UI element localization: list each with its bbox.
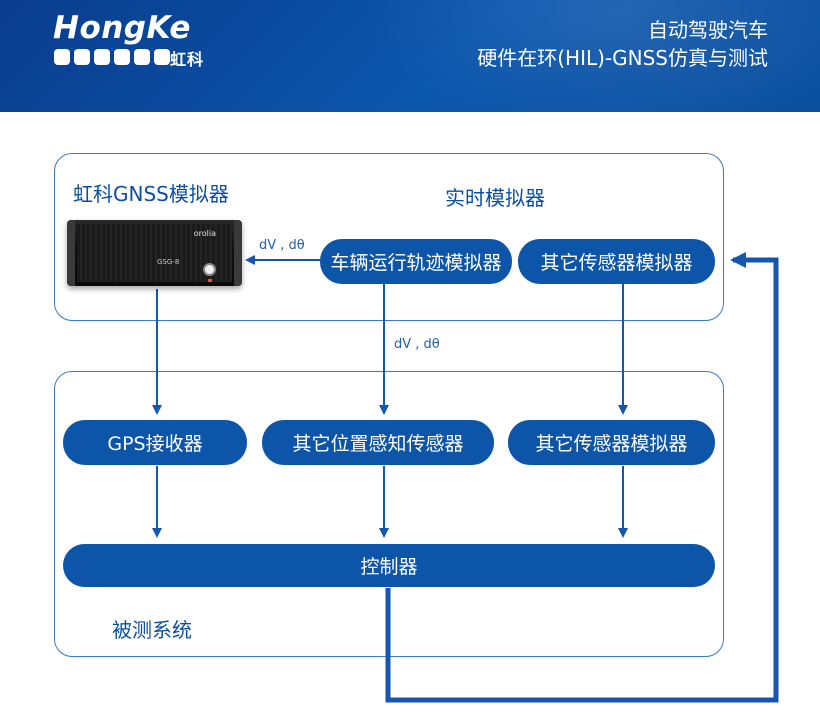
other-sensor-simulator-top: 其它传感器模拟器 bbox=[518, 239, 715, 284]
feedback-loop-line bbox=[385, 252, 779, 703]
device-power-button bbox=[203, 263, 216, 276]
dv-label-middle: dV , dθ bbox=[394, 337, 440, 352]
header-banner: HongKe 虹科 自动驾驶汽车 硬件在环(HIL)-GNSS仿真与测试 bbox=[0, 0, 820, 112]
logo-cn: 虹科 bbox=[170, 50, 205, 69]
vehicle-trajectory-simulator: 车辆运行轨迹模拟器 bbox=[320, 239, 512, 284]
dv-label-top: dV , dθ bbox=[259, 238, 305, 253]
logo-block bbox=[74, 49, 90, 65]
logo-block bbox=[114, 49, 130, 65]
header-title-line1: 自动驾驶汽车 bbox=[648, 18, 768, 42]
system-under-test-label: 被测系统 bbox=[112, 618, 192, 642]
device-model: GSG-8 bbox=[157, 258, 180, 266]
device-led bbox=[208, 279, 212, 282]
logo-block bbox=[54, 49, 70, 65]
logo-block bbox=[154, 49, 170, 65]
header-shine bbox=[360, 0, 820, 112]
logo-block bbox=[94, 49, 110, 65]
logo-block bbox=[134, 49, 150, 65]
other-position-sensor: 其它位置感知传感器 bbox=[262, 420, 494, 465]
device-rack-ear-right bbox=[234, 220, 242, 286]
logo-text: HongKe bbox=[53, 10, 191, 46]
header-title-line2: 硬件在环(HIL)-GNSS仿真与测试 bbox=[477, 46, 768, 70]
device-rack-ear-left bbox=[67, 220, 75, 286]
device-brand: orolia bbox=[193, 229, 216, 238]
gnss-simulator-device: orolia GSG-8 bbox=[67, 220, 242, 286]
gnss-simulator-label: 虹科GNSS模拟器 bbox=[73, 182, 229, 206]
controller-bar: 控制器 bbox=[63, 544, 715, 587]
other-sensor-simulator-bottom: 其它传感器模拟器 bbox=[508, 420, 715, 465]
logo-blocks bbox=[54, 49, 170, 65]
realtime-simulator-label: 实时模拟器 bbox=[445, 186, 545, 210]
gps-receiver: GPS接收器 bbox=[63, 420, 247, 465]
